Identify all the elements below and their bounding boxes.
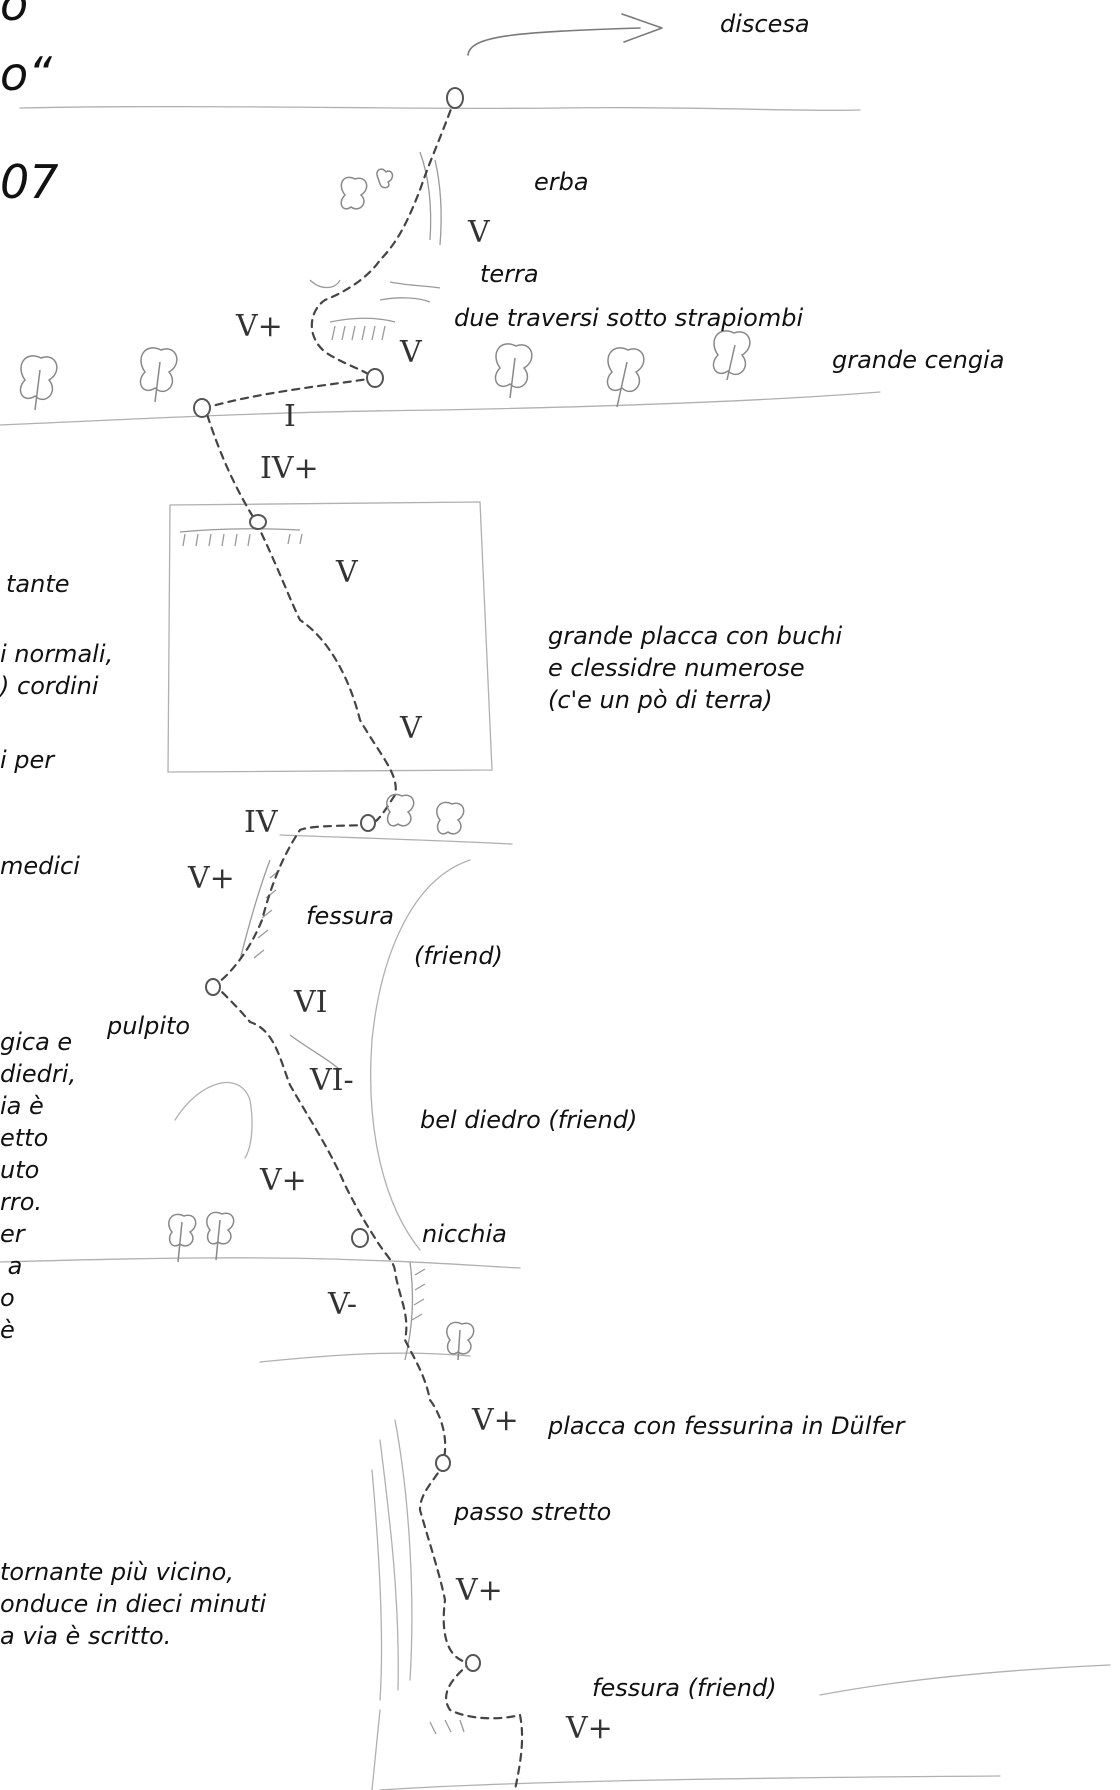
grade-label: IV (244, 805, 278, 840)
label-grande-placca: grande placca con buchi e clessidre nume… (548, 622, 843, 714)
grade-label: VI- (310, 1063, 354, 1098)
grade-label: V+ (236, 309, 283, 344)
left-text-bottom: tornante più vicino, onduce in dieci min… (0, 1558, 267, 1650)
grade-label: V (336, 555, 358, 590)
label-pulpito: pulpito (107, 1012, 191, 1040)
pulpito-curve (174, 1082, 253, 1159)
title-fragment-1: o (0, 0, 29, 31)
tree-icon (19, 168, 751, 1361)
grade-label: V (400, 335, 422, 370)
label-due-traversi: due traversi sotto strapiombi (454, 304, 804, 332)
diedro-wall-line (370, 859, 471, 1251)
grade-label: V+ (188, 861, 235, 896)
top-ledge-line (19, 105, 861, 112)
label-placca-fessurina: placca con fessurina in Dülfer (548, 1412, 905, 1440)
grade-label: VI (294, 985, 328, 1020)
grade-label: V+ (456, 1573, 503, 1608)
grade-label: V+ (566, 1711, 613, 1746)
grade-label: V (468, 215, 490, 250)
bottom-left-wall (371, 1709, 381, 1790)
grade-label: V+ (260, 1163, 307, 1198)
belay-station-icon (193, 87, 481, 1672)
grade-label: V+ (472, 1403, 519, 1438)
lower-crack-lines (371, 1419, 413, 1701)
label-nicchia: nicchia (422, 1220, 507, 1248)
label-terra: terra (480, 260, 539, 288)
grade-label: V (400, 711, 422, 746)
mid-ledge-line (279, 834, 513, 845)
left-text-per: i per (0, 746, 55, 774)
label-erba: erba (534, 168, 589, 196)
placca-outline (167, 501, 493, 773)
descent-label: discesa (720, 10, 810, 38)
title-fragment-2: o“ (0, 47, 52, 101)
left-text-paragraph: gica e diedri, ia è etto uto rro. er a o… (0, 1028, 77, 1344)
descent-arrow-icon (467, 13, 663, 56)
left-text-normali: i normali, ) cordini (0, 640, 114, 700)
title-fragment-3: 07 (0, 155, 59, 209)
left-text-medici: medici (0, 852, 80, 880)
low-ledge-line (259, 1352, 471, 1363)
bottom-ground-line (379, 1775, 1001, 1790)
label-bel-diedro: bel diedro (friend) (420, 1106, 638, 1134)
bottom-right-ledge-line (819, 1664, 1111, 1696)
overhang-hatching (179, 151, 465, 1735)
label-passo-stretto: passo stretto (454, 1498, 612, 1526)
grade-label: V- (328, 1287, 358, 1322)
label-fessura-friend: fessura (friend) (592, 1674, 777, 1702)
grade-label: I (284, 399, 296, 434)
label-fessura: fessura (306, 902, 395, 930)
grade-label: IV+ (260, 451, 319, 486)
lower-ledge-line (0, 1257, 521, 1269)
grande-cengia-line (0, 391, 881, 426)
label-friend: (friend) (414, 942, 503, 970)
left-text-tante: tante (6, 570, 70, 598)
label-grande-cengia: grande cengia (832, 346, 1005, 374)
